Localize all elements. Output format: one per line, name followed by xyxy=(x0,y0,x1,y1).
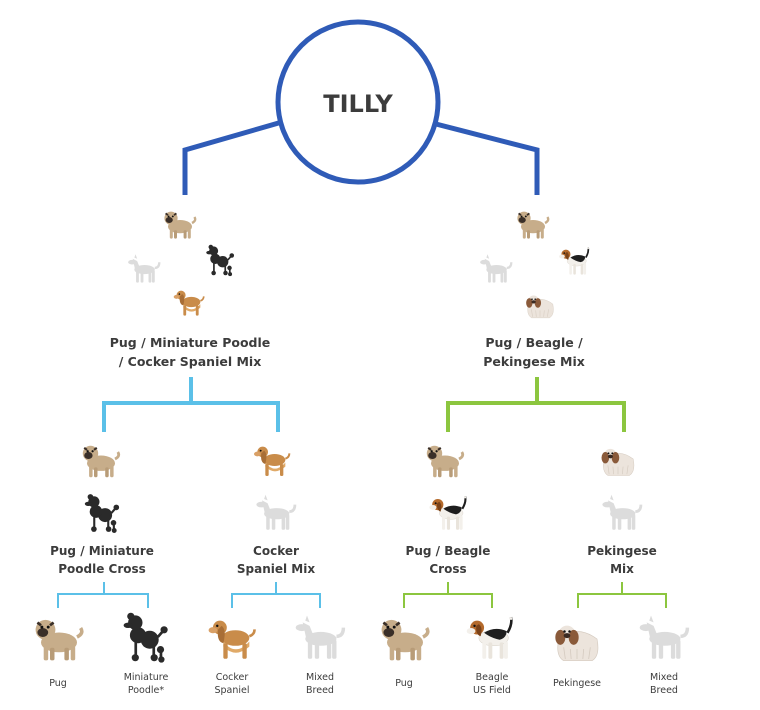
silhouette-dog-icon xyxy=(478,252,513,284)
leaf-4-label-1: Mixed xyxy=(306,672,334,683)
cocker-spaniel-icon xyxy=(252,445,291,478)
poodle-icon xyxy=(83,493,121,534)
leaf-connector-bar-4 xyxy=(577,593,667,608)
leaf-1-label-1: Pug xyxy=(49,678,67,689)
parent-left-label-1: Pug / Miniature Poodle xyxy=(110,335,271,350)
pug-icon xyxy=(33,618,84,663)
parent-right-label-1: Pug / Beagle / xyxy=(485,335,583,350)
silhouette-dog-icon xyxy=(293,613,346,661)
leaf-connectors-1 xyxy=(57,582,149,608)
leaf-4-label-2: Breed xyxy=(306,685,334,696)
silhouette-dog-icon xyxy=(126,252,161,284)
grandparent-3-label-2: Cross xyxy=(429,562,466,576)
grandparent-3: Pug / Beagle Cross xyxy=(406,444,491,576)
leaf-3: Cocker Spaniel xyxy=(207,619,256,696)
leaf-connectors-3 xyxy=(403,582,493,608)
poodle-icon xyxy=(122,611,170,664)
grandparent-4: Pekingese Mix xyxy=(587,448,657,576)
pekingese-icon xyxy=(601,448,635,476)
silhouette-dog-icon xyxy=(254,493,297,532)
grandparent-2-label-1: Cocker xyxy=(253,544,299,558)
leaf-connector-bar-3 xyxy=(403,593,493,608)
leaf-6-label-2: US Field xyxy=(473,685,511,696)
leaf-connectors-2 xyxy=(231,582,321,608)
leaf-6-label-1: Beagle xyxy=(476,672,509,683)
grandparent-1-label-2: Poodle Cross xyxy=(58,562,146,576)
pug-icon xyxy=(516,210,550,240)
grandparent-1: Pug / Miniature Poodle Cross xyxy=(50,444,154,576)
leaf-5-label-1: Pug xyxy=(395,678,413,689)
beagle-icon xyxy=(558,246,590,276)
parent-right-label-2: Pekingese Mix xyxy=(483,354,585,369)
leaf-1: Pug xyxy=(33,618,84,689)
left-connector-bar xyxy=(102,401,280,432)
leaf-connector-bar-1 xyxy=(57,593,149,608)
root-connector-right xyxy=(435,121,540,195)
silhouette-dog-icon xyxy=(600,493,643,532)
grandparent-2: Cocker Spaniel Mix xyxy=(237,445,315,576)
leaf-2-label-2: Poodle* xyxy=(128,685,165,696)
leaf-connectors-4 xyxy=(577,582,667,608)
leaf-2-label-1: Miniature xyxy=(124,672,169,683)
pug-icon xyxy=(163,210,197,240)
root-node: TILLY xyxy=(275,19,441,185)
grandparent-4-label-2: Mix xyxy=(610,562,634,576)
leaf-3-label-1: Cocker xyxy=(216,672,249,683)
root-name: TILLY xyxy=(323,90,393,118)
leaf-8: Mixed Breed xyxy=(637,613,690,696)
leaf-8-label-1: Mixed xyxy=(650,672,678,683)
poodle-icon xyxy=(205,243,235,277)
pug-icon xyxy=(379,618,430,663)
grandparent-3-label-1: Pug / Beagle xyxy=(406,544,491,558)
parent-left: Pug / Miniature Poodle / Cocker Spaniel … xyxy=(110,210,271,369)
right-connectors xyxy=(446,377,626,432)
silhouette-dog-icon xyxy=(637,613,690,661)
leaf-7: Pekingese xyxy=(553,625,601,689)
cocker-spaniel-icon xyxy=(172,289,205,317)
left-connectors xyxy=(102,377,280,432)
pug-icon xyxy=(425,444,465,479)
beagle-icon xyxy=(465,615,513,661)
leaf-7-label-1: Pekingese xyxy=(553,678,601,689)
pug-icon xyxy=(81,444,121,479)
pekingese-icon xyxy=(554,625,599,662)
grandparent-1-label-1: Pug / Miniature xyxy=(50,544,154,558)
parent-left-label-2: / Cocker Spaniel Mix xyxy=(119,354,262,369)
pekingese-icon xyxy=(525,295,554,319)
leaf-3-label-2: Spaniel xyxy=(214,685,249,696)
cocker-spaniel-icon xyxy=(207,619,256,661)
leaf-4: Mixed Breed xyxy=(293,613,346,696)
leaf-2: Miniature Poodle* xyxy=(122,611,170,696)
right-connector-bar xyxy=(446,401,626,432)
leaf-5: Pug xyxy=(379,618,430,689)
root-circle xyxy=(275,19,441,185)
grandparent-4-label-1: Pekingese xyxy=(587,544,657,558)
beagle-icon xyxy=(428,495,467,531)
leaf-6: Beagle US Field xyxy=(465,615,513,696)
leaf-8-label-2: Breed xyxy=(650,685,678,696)
root-connectors xyxy=(182,119,540,195)
root-connector-left xyxy=(182,119,283,195)
parent-right: Pug / Beagle / Pekingese Mix xyxy=(478,210,590,369)
grandparent-2-label-2: Spaniel Mix xyxy=(237,562,315,576)
leaf-connector-bar-2 xyxy=(231,593,321,608)
